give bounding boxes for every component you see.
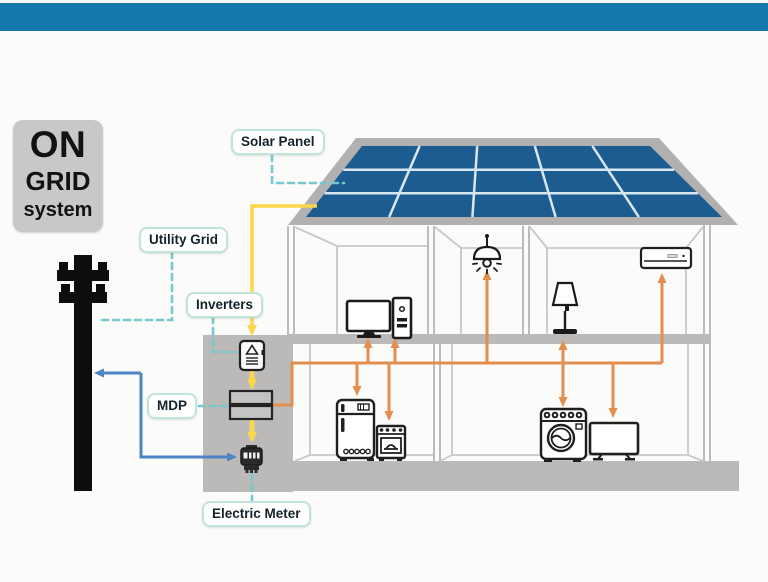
tv-icon	[588, 421, 640, 461]
solar-panel-label: Solar Panel	[231, 129, 325, 155]
perspective-lines	[294, 226, 704, 462]
computer-icon	[345, 296, 413, 340]
electric-meter-icon	[240, 445, 263, 473]
washing-machine-icon	[539, 407, 588, 462]
badge-line-on: ON	[29, 124, 87, 165]
badge-line-grid: GRID	[25, 165, 91, 196]
ground-slab	[203, 461, 739, 491]
utility-pole-icon	[57, 255, 109, 491]
oven-icon	[375, 424, 407, 461]
floor-slab	[287, 334, 710, 344]
house	[203, 138, 739, 492]
mdp-label: MDP	[147, 393, 197, 419]
floor-lamp-icon	[551, 281, 579, 334]
dc-wire-yellow	[247, 204, 317, 443]
inverters-label: Inverters	[186, 292, 264, 318]
grid-wire-blue	[94, 368, 237, 462]
pendant-light-icon	[472, 234, 502, 275]
refrigerator-icon	[335, 398, 376, 461]
utility-grid-label: Utility Grid	[139, 227, 229, 253]
solar-panel-icon	[306, 145, 722, 218]
inverter-icon	[238, 339, 266, 372]
top-accent-bar	[0, 3, 768, 31]
mdp-panel-icon	[228, 389, 274, 421]
air-conditioner-icon	[639, 246, 693, 270]
on-grid-badge: ON GRID system	[13, 120, 103, 232]
electric-meter-label: Electric Meter	[202, 501, 311, 527]
badge-line-system: system	[23, 199, 93, 222]
ac-wire-orange	[272, 270, 667, 421]
